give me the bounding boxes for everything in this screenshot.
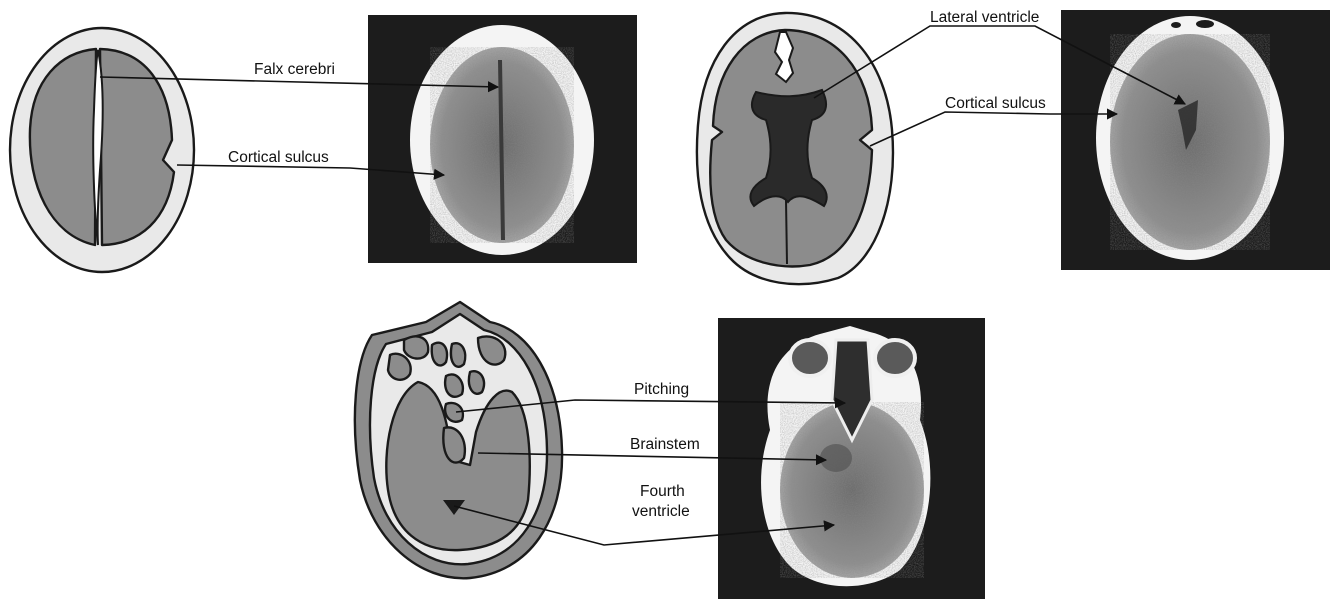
sinus-5 bbox=[469, 371, 484, 394]
label-pitching: Pitching bbox=[634, 381, 689, 398]
sinus-1 bbox=[404, 336, 428, 358]
label-cortical-sulcus-1: Cortical sulcus bbox=[228, 149, 329, 166]
label-lateral-ventricle: Lateral ventricle bbox=[930, 9, 1039, 26]
diagram-ventricle-level bbox=[697, 13, 893, 284]
ct-brainstem bbox=[820, 444, 852, 472]
frontal-notch bbox=[775, 32, 793, 82]
sinus-2 bbox=[432, 343, 447, 366]
label-falx-cerebri: Falx cerebri bbox=[254, 61, 335, 78]
diagram-posterior-fossa bbox=[355, 302, 562, 578]
ct-high-axial bbox=[368, 15, 637, 263]
ct-orbit-left bbox=[790, 340, 830, 376]
occipital-fissure bbox=[786, 200, 787, 264]
label-fourth-ventricle-line1: Fourth bbox=[640, 483, 685, 500]
sinus-3 bbox=[451, 343, 465, 367]
label-fourth-ventricle-line2: ventricle bbox=[632, 503, 690, 520]
diagram-high-axial bbox=[10, 28, 194, 272]
label-cortical-sulcus-2: Cortical sulcus bbox=[945, 95, 1046, 112]
ct-orbit-right bbox=[875, 340, 915, 376]
sinus-4 bbox=[445, 374, 463, 396]
ct-ventricle-level bbox=[1061, 10, 1330, 270]
label-brainstem: Brainstem bbox=[630, 436, 700, 453]
